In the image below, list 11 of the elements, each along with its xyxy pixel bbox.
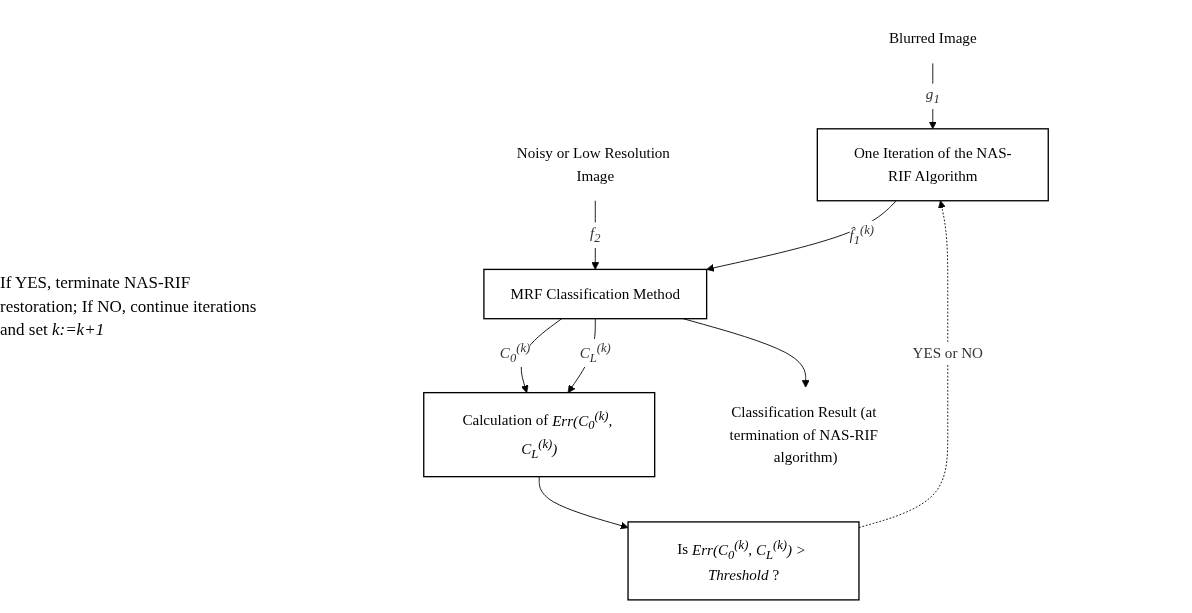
node-box: MRF Classification Method	[483, 268, 708, 319]
node-box: Calculation of Err(C$_{0}$$^{(k)}$, C$_{L}$$^{(k)}$)	[423, 391, 656, 477]
node-box: One Iteration of the NAS-RIF Algorithm	[816, 127, 1049, 201]
edge-label: f$_{2}$	[590, 224, 601, 245]
node-text: Classification Result (at termination of NAS-RIF algorithm)	[729, 402, 879, 466]
note-text: If YES, terminate NAS-RIF restoration; If NO, continue iterations and set k:=k+1	[0, 271, 258, 342]
edge-label: g$_{1}$	[925, 85, 940, 106]
node-text: Blurred Image	[888, 29, 977, 47]
node-box: Is Err(C$_{0}$$^{(k)}$, C$_{L}$$^{(k)}$) > Threshold ?	[627, 520, 860, 601]
edge-label: YES or NO	[912, 343, 984, 361]
node-text: Noisy or Low Resolution Image	[516, 144, 670, 184]
